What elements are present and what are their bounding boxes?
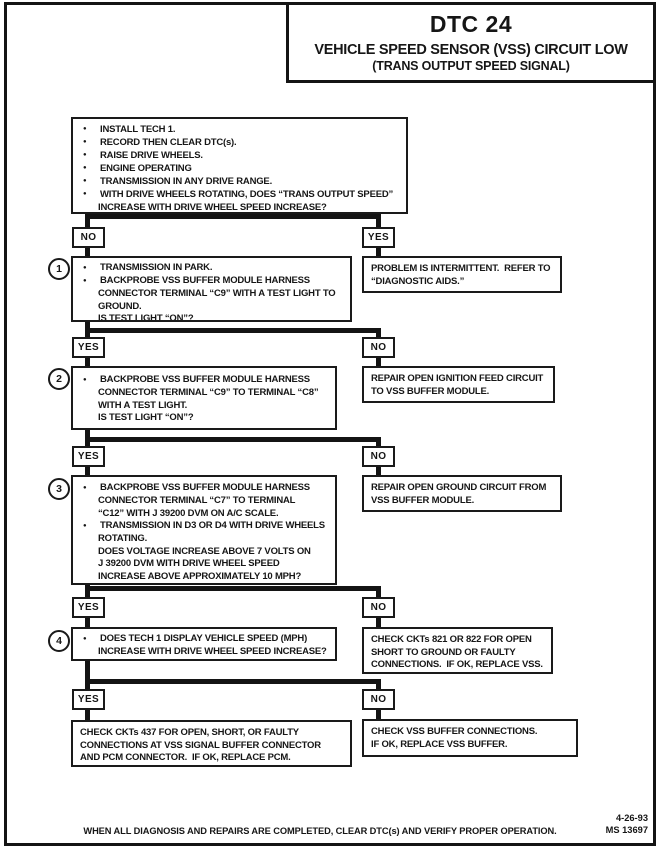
final-right-box: CHECK VSS BUFFER CONNECTIONS. IF OK, REP… xyxy=(362,719,578,757)
branch-label-no-2: NO xyxy=(362,337,395,358)
instruction-line: IS TEST LIGHT “ON”? xyxy=(98,313,194,322)
instruction-line: DOES TECH 1 DISPLAY VEHICLE SPEED (MPH) xyxy=(81,633,332,646)
instruction-line: BACKPROBE VSS BUFFER MODULE HARNESS xyxy=(81,275,347,288)
step-4-box: DOES TECH 1 DISPLAY VEHICLE SPEED (MPH) … xyxy=(71,627,337,661)
instruction-line: WITH DRIVE WHEELS ROTATING, DOES “TRANS … xyxy=(81,188,403,201)
instruction-line: RECORD THEN CLEAR DTC(s). xyxy=(81,136,403,149)
dtc-code: DTC 24 xyxy=(429,11,513,37)
step-number-1: 1 xyxy=(48,258,70,280)
result-line: VSS BUFFER MODULE. xyxy=(371,494,475,506)
result-4-box: CHECK CKTs 821 OR 822 FOR OPEN SHORT TO … xyxy=(362,627,553,674)
instruction-line: BACKPROBE VSS BUFFER MODULE HARNESS xyxy=(81,374,332,387)
result-line: CONNECTIONS AT VSS SIGNAL BUFFER CONNECT… xyxy=(80,739,321,751)
instruction-line: INCREASE WITH DRIVE WHEEL SPEED INCREASE… xyxy=(98,202,327,213)
instruction-line: IS TEST LIGHT “ON”? xyxy=(98,412,194,423)
result-1-box: PROBLEM IS INTERMITTENT. REFER TO “DIAGN… xyxy=(362,256,562,293)
instruction-line: GROUND. xyxy=(98,300,142,312)
branch-label-yes-5: YES xyxy=(72,689,105,710)
instruction-line: WITH A TEST LIGHT. xyxy=(98,399,188,411)
instruction-line: DOES VOLTAGE INCREASE ABOVE 7 VOLTS ON xyxy=(98,545,311,557)
result-line: CHECK CKTs 437 FOR OPEN, SHORT, OR FAULT… xyxy=(80,727,299,738)
chart-subheading: (TRANS OUTPUT SPEED SIGNAL) xyxy=(372,59,570,73)
instruction-line: TRANSMISSION IN D3 OR D4 WITH DRIVE WHEE… xyxy=(81,520,332,533)
footer-note: WHEN ALL DIAGNOSIS AND REPAIRS ARE COMPL… xyxy=(83,826,557,836)
result-line: “DIAGNOSTIC AIDS.” xyxy=(371,275,465,287)
result-line: AND PCM CONNECTOR. IF OK, REPLACE PCM. xyxy=(80,752,291,763)
footer-meta: 4-26-93 MS 13697 xyxy=(578,813,648,836)
connector-hline-5 xyxy=(85,679,381,684)
instruction-line: CONNECTOR TERMINAL “C9” WITH A TEST LIGH… xyxy=(98,288,336,299)
connector-left-spine xyxy=(85,210,90,724)
branch-label-no-4: NO xyxy=(362,597,395,618)
instruction-line: INSTALL TECH 1. xyxy=(81,123,403,136)
instruction-line: “C12” WITH J 39200 DVM ON A/C SCALE. xyxy=(98,507,279,519)
branch-label-no-1: NO xyxy=(72,227,105,248)
footer-doc-number: MS 13697 xyxy=(605,824,648,835)
step-2-box: BACKPROBE VSS BUFFER MODULE HARNESS CONN… xyxy=(71,366,337,430)
step-number-3: 3 xyxy=(48,478,70,500)
instruction-line: CONNECTOR TERMINAL “C7” TO TERMINAL xyxy=(98,495,296,506)
instruction-line: BACKPROBE VSS BUFFER MODULE HARNESS xyxy=(81,482,332,495)
instruction-line: RAISE DRIVE WHEELS. xyxy=(81,149,403,162)
chart-title-box: DTC 24 VEHICLE SPEED SENSOR (VSS) CIRCUI… xyxy=(286,2,656,83)
result-line: REPAIR OPEN IGNITION FEED CIRCUIT xyxy=(371,373,544,384)
branch-label-no-5: NO xyxy=(362,689,395,710)
branch-label-no-3: NO xyxy=(362,446,395,467)
instruction-line: CONNECTOR TERMINAL “C9” TO TERMINAL “C8” xyxy=(98,387,319,398)
connector-hline-3 xyxy=(85,437,381,442)
branch-label-yes-3: YES xyxy=(72,446,105,467)
final-left-box: CHECK CKTs 437 FOR OPEN, SHORT, OR FAULT… xyxy=(71,720,352,767)
result-line: IF OK, REPLACE VSS BUFFER. xyxy=(371,738,508,750)
connector-hline-4 xyxy=(85,586,381,591)
branch-label-yes-2: YES xyxy=(72,337,105,358)
result-line: REPAIR OPEN GROUND CIRCUIT FROM xyxy=(371,482,547,493)
result-line: CHECK CKTs 821 OR 822 FOR OPEN xyxy=(371,634,532,645)
branch-label-yes-4: YES xyxy=(72,597,105,618)
result-line: PROBLEM IS INTERMITTENT. REFER TO xyxy=(371,263,551,274)
instruction-line: ENGINE OPERATING xyxy=(81,162,403,175)
start-instructions-box: INSTALL TECH 1. RECORD THEN CLEAR DTC(s)… xyxy=(71,117,408,214)
result-line: SHORT TO GROUND OR FAULTY xyxy=(371,646,516,658)
instruction-line: ROTATING. xyxy=(98,533,148,544)
instruction-line: INCREASE ABOVE APPROXIMATELY 10 MPH? xyxy=(98,570,302,582)
step-1-box: TRANSMISSION IN PARK. BACKPROBE VSS BUFF… xyxy=(71,256,352,322)
connector-hline-1 xyxy=(85,214,381,219)
result-line: CHECK VSS BUFFER CONNECTIONS. xyxy=(371,726,538,737)
step-3-box: BACKPROBE VSS BUFFER MODULE HARNESS CONN… xyxy=(71,475,337,585)
step-number-2: 2 xyxy=(48,368,70,390)
branch-label-yes-1: YES xyxy=(362,227,395,248)
result-line: CONNECTIONS. IF OK, REPLACE VSS. xyxy=(371,659,543,670)
instruction-line: INCREASE WITH DRIVE WHEEL SPEED INCREASE… xyxy=(98,646,327,657)
instruction-line: J 39200 DVM WITH DRIVE WHEEL SPEED xyxy=(98,558,280,569)
instruction-line: TRANSMISSION IN ANY DRIVE RANGE. xyxy=(81,175,403,188)
instruction-line: TRANSMISSION IN PARK. xyxy=(81,262,347,275)
connector-hline-2 xyxy=(85,328,381,333)
result-line: TO VSS BUFFER MODULE. xyxy=(371,385,490,397)
result-3-box: REPAIR OPEN GROUND CIRCUIT FROM VSS BUFF… xyxy=(362,475,562,512)
result-2-box: REPAIR OPEN IGNITION FEED CIRCUIT TO VSS… xyxy=(362,366,555,403)
footer-date: 4-26-93 xyxy=(615,813,648,823)
step-number-4: 4 xyxy=(48,630,70,652)
chart-heading: VEHICLE SPEED SENSOR (VSS) CIRCUIT LOW xyxy=(314,42,628,58)
